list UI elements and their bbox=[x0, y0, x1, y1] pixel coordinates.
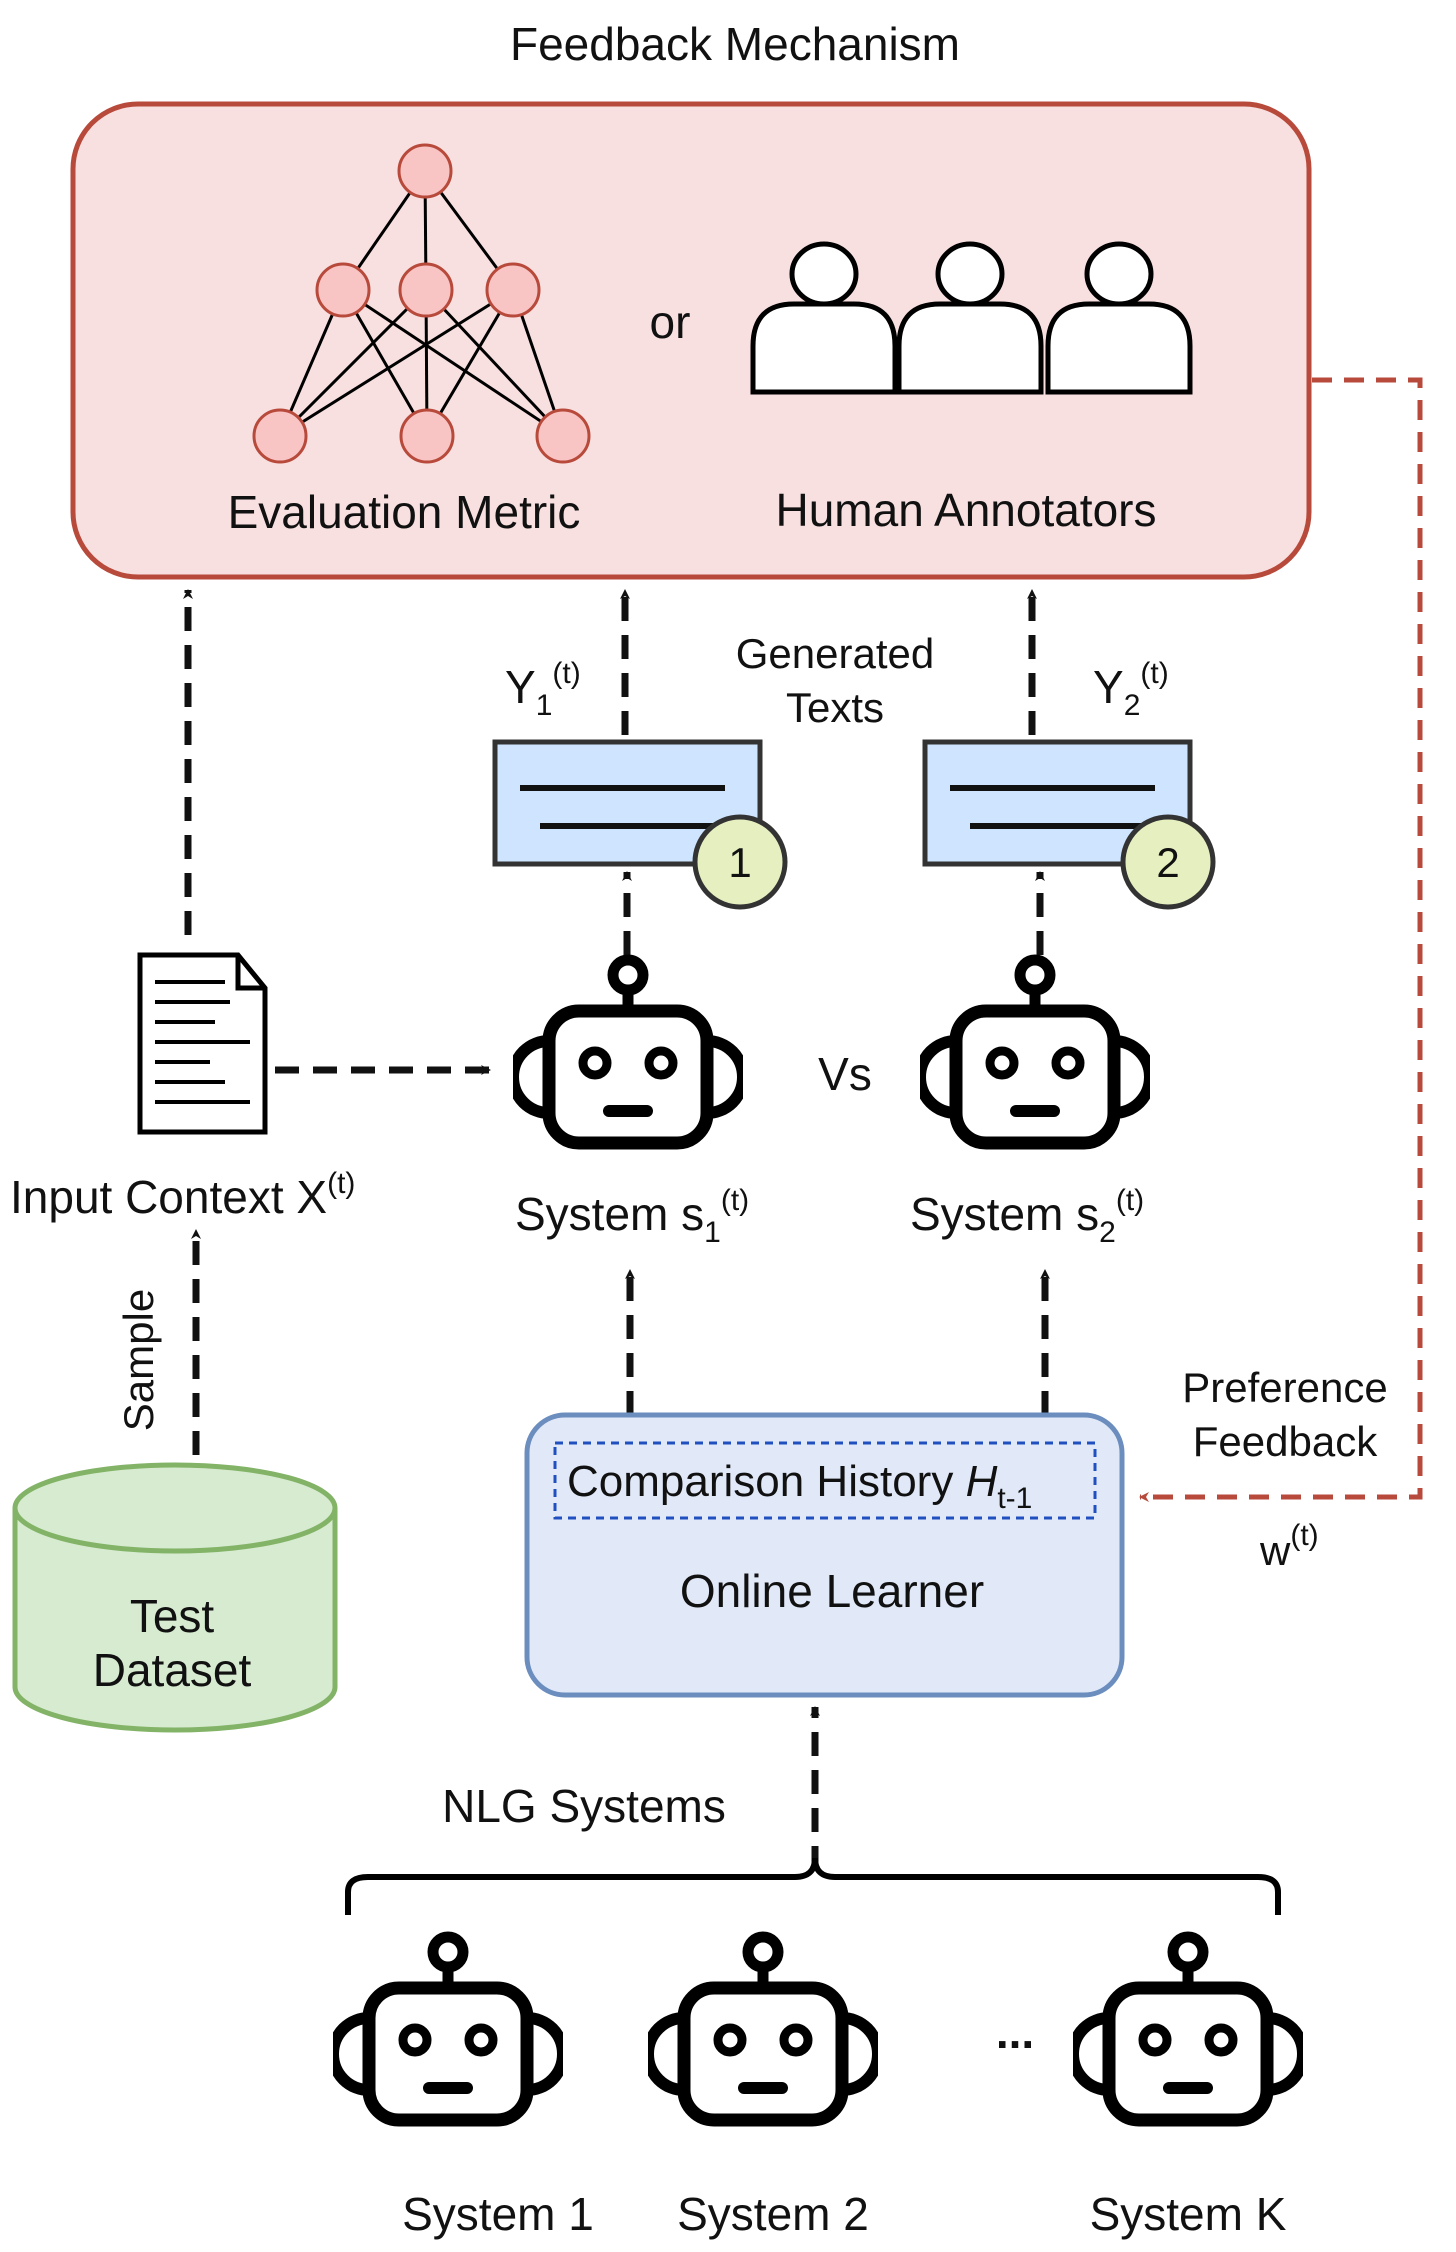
system-s2-label: System s2(t) bbox=[910, 1184, 1144, 1249]
input-context-label: Input Context X(t) bbox=[10, 1167, 355, 1223]
sample-label: Sample bbox=[115, 1289, 162, 1431]
system-k-label: System K bbox=[1090, 2188, 1287, 2240]
badge-2-label: 2 bbox=[1156, 839, 1179, 886]
comparison-history-label: Comparison History Ht-1 bbox=[567, 1457, 1032, 1515]
generated-text-2 bbox=[922, 739, 1193, 867]
system-1-robot-icon bbox=[333, 1937, 563, 2120]
feedback-mechanism-box bbox=[70, 101, 1312, 580]
neural-network-icon bbox=[252, 143, 591, 464]
diagram-title: Feedback Mechanism bbox=[510, 18, 960, 70]
human-annotators-icon bbox=[753, 244, 1190, 392]
system-2-label: System 2 bbox=[677, 2188, 869, 2240]
or-label: or bbox=[650, 296, 691, 348]
weight-label: w(t) bbox=[1259, 1519, 1319, 1574]
system-1-label: System 1 bbox=[402, 2188, 594, 2240]
vs-label: Vs bbox=[818, 1048, 872, 1100]
y1-label: Y1(t) bbox=[505, 657, 581, 722]
badge-1-label: 1 bbox=[728, 839, 751, 886]
badge-2 bbox=[1120, 814, 1216, 910]
generated-text-1 bbox=[492, 739, 763, 867]
test-dataset-cylinder bbox=[12, 1462, 338, 1733]
system-s1-label: System s1(t) bbox=[515, 1184, 749, 1249]
system-s2-robot-icon bbox=[920, 960, 1150, 1143]
system-2-robot-icon bbox=[648, 1937, 878, 2120]
online-learner-box bbox=[524, 1412, 1125, 1698]
human-annotators-label: Human Annotators bbox=[775, 484, 1156, 536]
systems-brace bbox=[345, 1857, 1281, 1915]
system-k-robot-icon bbox=[1073, 1937, 1303, 2120]
badge-1 bbox=[692, 814, 788, 910]
ellipsis-label: ... bbox=[996, 2006, 1034, 2058]
comparison-history-box bbox=[553, 1441, 1097, 1520]
y2-label: Y2(t) bbox=[1093, 657, 1169, 722]
document-icon bbox=[137, 952, 268, 1135]
nlg-systems-label: NLG Systems bbox=[442, 1780, 726, 1832]
evaluation-metric-label: Evaluation Metric bbox=[228, 486, 581, 538]
system-s1-robot-icon bbox=[513, 960, 743, 1143]
online-learner-label: Online Learner bbox=[680, 1565, 984, 1617]
